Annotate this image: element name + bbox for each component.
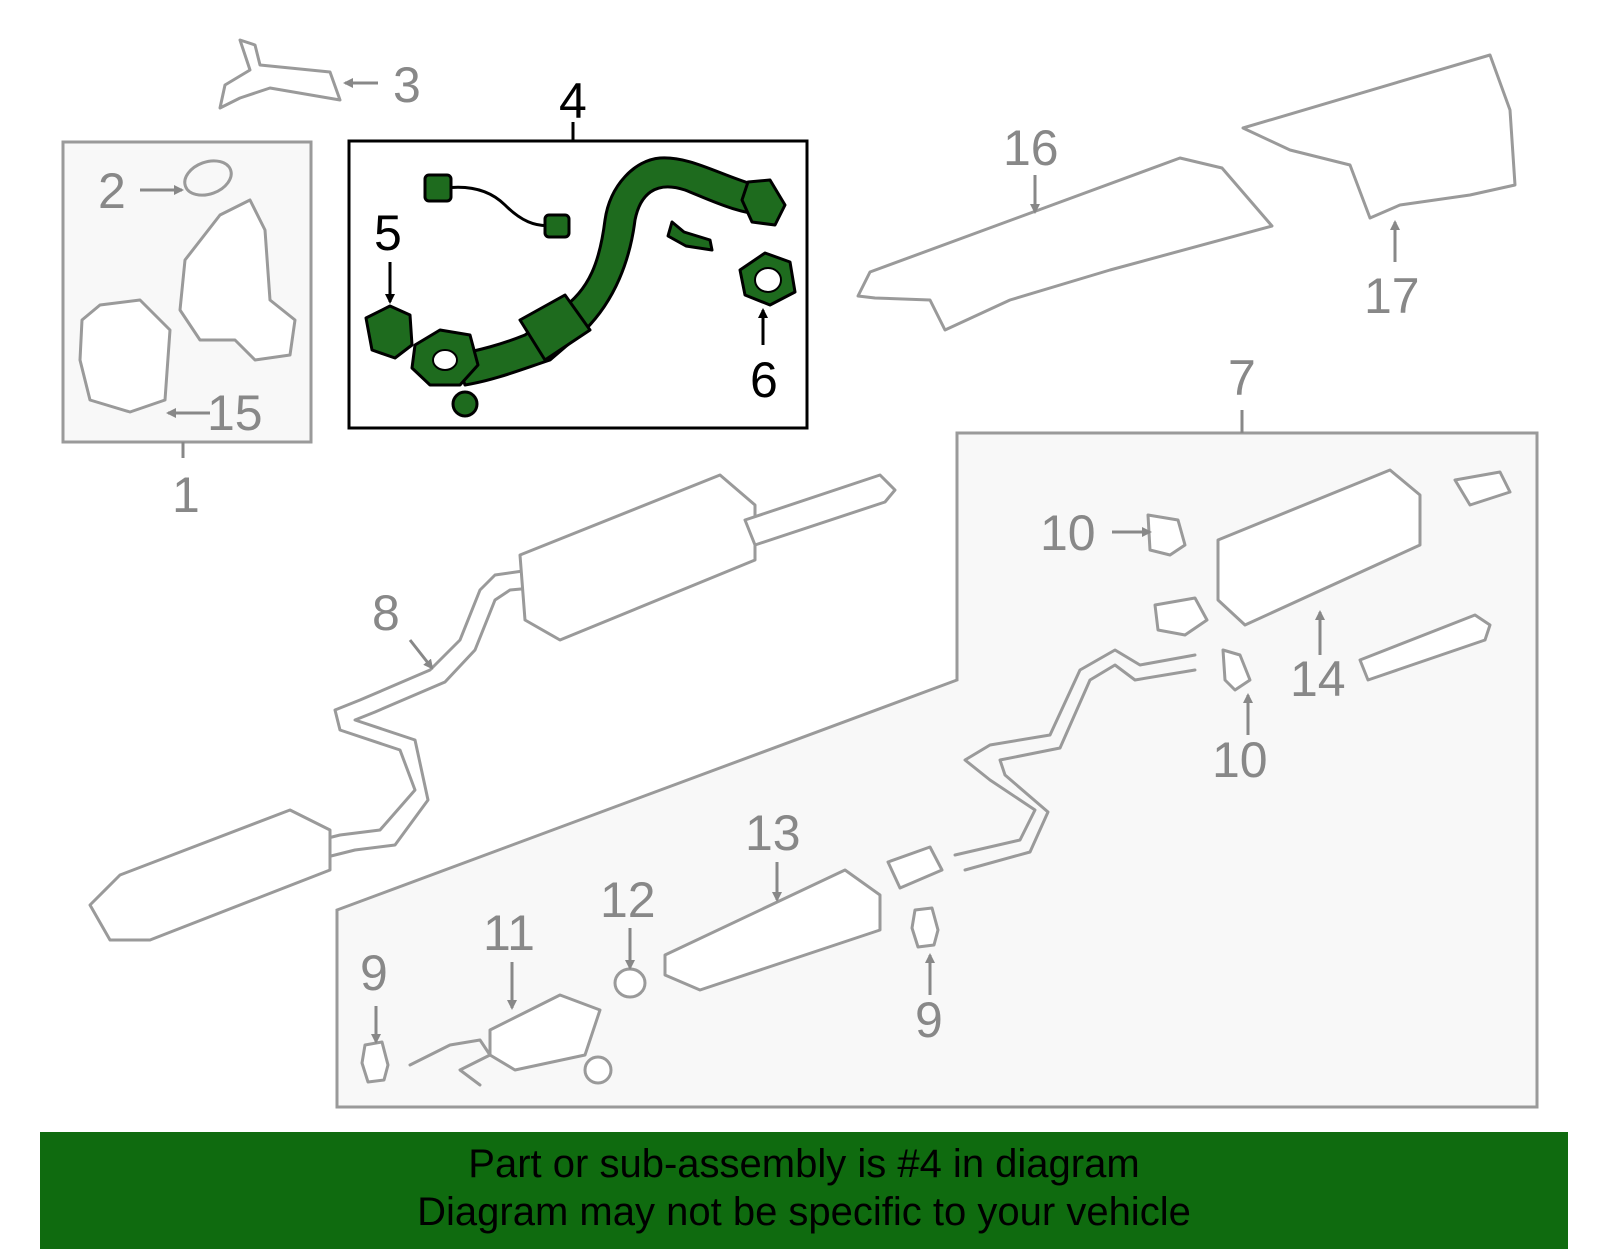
front-flange-hole <box>432 349 458 371</box>
oxygen-sensor-connector <box>423 173 453 203</box>
callout-4: 4 <box>559 73 587 129</box>
rear-flange <box>740 178 787 227</box>
hanger-part-10-top <box>1146 513 1187 557</box>
hanger-part-14-clip <box>1453 470 1512 507</box>
heat-shield-part-15 <box>78 298 172 414</box>
gasket-part-5 <box>364 304 414 360</box>
tailpipe-part-8-inner <box>313 586 534 862</box>
gasket-part-12 <box>613 967 647 999</box>
heat-shield-part-16 <box>856 156 1274 332</box>
hanger-part-9-right <box>910 906 940 949</box>
callout-5: 5 <box>374 205 402 261</box>
callout-12: 12 <box>600 872 656 928</box>
manifold-converter <box>178 198 297 362</box>
oxygen-sensor <box>543 213 571 239</box>
tailpipe-part-8 <box>298 568 532 847</box>
callout-10-top: 10 <box>1040 505 1096 561</box>
callout-1: 1 <box>172 467 200 523</box>
hanger-part-10-bottom <box>1221 648 1252 692</box>
callout-13: 13 <box>745 805 801 861</box>
bracket-part-3 <box>218 38 342 110</box>
front-muffler-part-8 <box>88 808 332 942</box>
clamp <box>886 845 944 890</box>
callout-8: 8 <box>372 585 400 641</box>
sensor-wire-part-4 <box>443 185 557 228</box>
callout-7: 7 <box>1228 350 1256 406</box>
callout-11: 11 <box>483 905 535 961</box>
rear-muffler-part-8 <box>518 473 757 642</box>
callout-9-right: 9 <box>915 992 943 1048</box>
intermediate-pipe <box>953 648 1197 857</box>
callout-16: 16 <box>1003 120 1059 176</box>
intermediate-pipe-inner <box>963 663 1197 872</box>
muffler-part-14 <box>1216 468 1422 627</box>
arrow-8 <box>408 639 434 670</box>
nut-box-7 <box>583 1055 613 1085</box>
callout-3: 3 <box>393 57 421 113</box>
callout-15: 15 <box>207 385 263 441</box>
banner-line-1: Part or sub-assembly is #4 in diagram <box>468 1142 1140 1186</box>
nut <box>451 390 479 418</box>
hanger-part-9-left <box>360 1040 390 1084</box>
callout-6: 6 <box>750 352 778 408</box>
catalytic-converter-part-4 <box>518 293 592 362</box>
gasket-part-2 <box>183 159 233 197</box>
callout-2: 2 <box>98 163 126 219</box>
banner-line-2: Diagram may not be specific to your vehi… <box>417 1190 1191 1234</box>
rear-tailpipe <box>743 473 897 547</box>
resonator-part-13 <box>663 868 882 992</box>
hanger-part-10-clip <box>1153 596 1209 637</box>
converter-part-11-pipe <box>408 1038 492 1087</box>
callout-17: 17 <box>1364 268 1420 324</box>
callout-9-left: 9 <box>360 945 388 1001</box>
gasket-part-6-hole <box>754 267 782 293</box>
callout-10-bottom: 10 <box>1212 732 1268 788</box>
tailpipe-part-14 <box>1358 613 1492 682</box>
info-banner: Part or sub-assembly is #4 in diagram Di… <box>40 1132 1568 1249</box>
callout-14: 14 <box>1290 651 1346 707</box>
heat-shield-part-17 <box>1241 53 1517 220</box>
bolt <box>666 220 714 252</box>
